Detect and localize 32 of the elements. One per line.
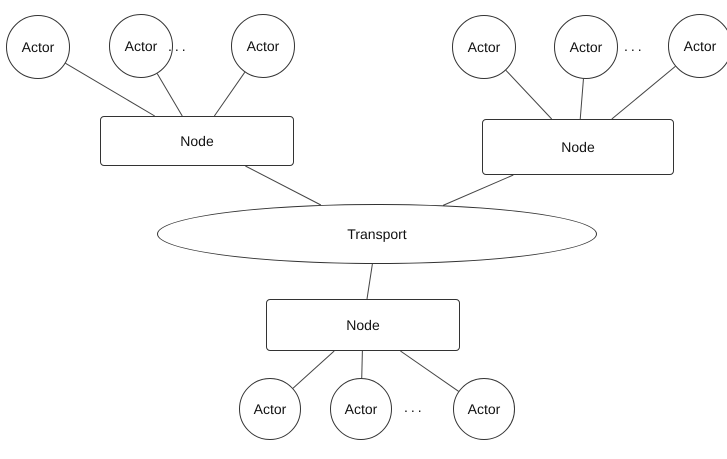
connector-line xyxy=(292,350,335,389)
connector-line xyxy=(156,73,183,116)
node-label: Node xyxy=(180,133,214,149)
node-label: Actor xyxy=(468,401,500,417)
node-box xyxy=(266,299,460,351)
connector-line xyxy=(244,166,322,206)
actor-circle xyxy=(668,14,727,78)
node-label: Actor xyxy=(124,38,158,54)
connector-line xyxy=(214,72,246,116)
connector-line xyxy=(580,78,584,120)
ellipsis-label: ... xyxy=(624,38,645,54)
connector-line xyxy=(361,350,363,378)
ellipsis-label: ... xyxy=(404,399,425,415)
node-label: Actor xyxy=(344,401,378,417)
node-label: Actor xyxy=(246,38,280,54)
node-box xyxy=(100,116,294,166)
connector-line xyxy=(366,264,373,300)
node-label: Actor xyxy=(570,39,602,55)
node-box xyxy=(482,119,674,175)
connector-line xyxy=(400,350,460,392)
connector-line xyxy=(611,66,676,120)
node-label: Actor xyxy=(684,38,716,54)
connector-line xyxy=(65,62,156,116)
node-label: Actor xyxy=(22,39,54,55)
node-label: Transport xyxy=(347,226,407,242)
connector-line xyxy=(442,174,514,206)
node-label: Node xyxy=(561,139,595,155)
node-label: Actor xyxy=(468,39,500,55)
connector-line xyxy=(505,70,552,120)
ellipsis-label: ... xyxy=(168,38,189,54)
node-label: Node xyxy=(346,317,380,333)
node-label: Actor xyxy=(254,401,286,417)
